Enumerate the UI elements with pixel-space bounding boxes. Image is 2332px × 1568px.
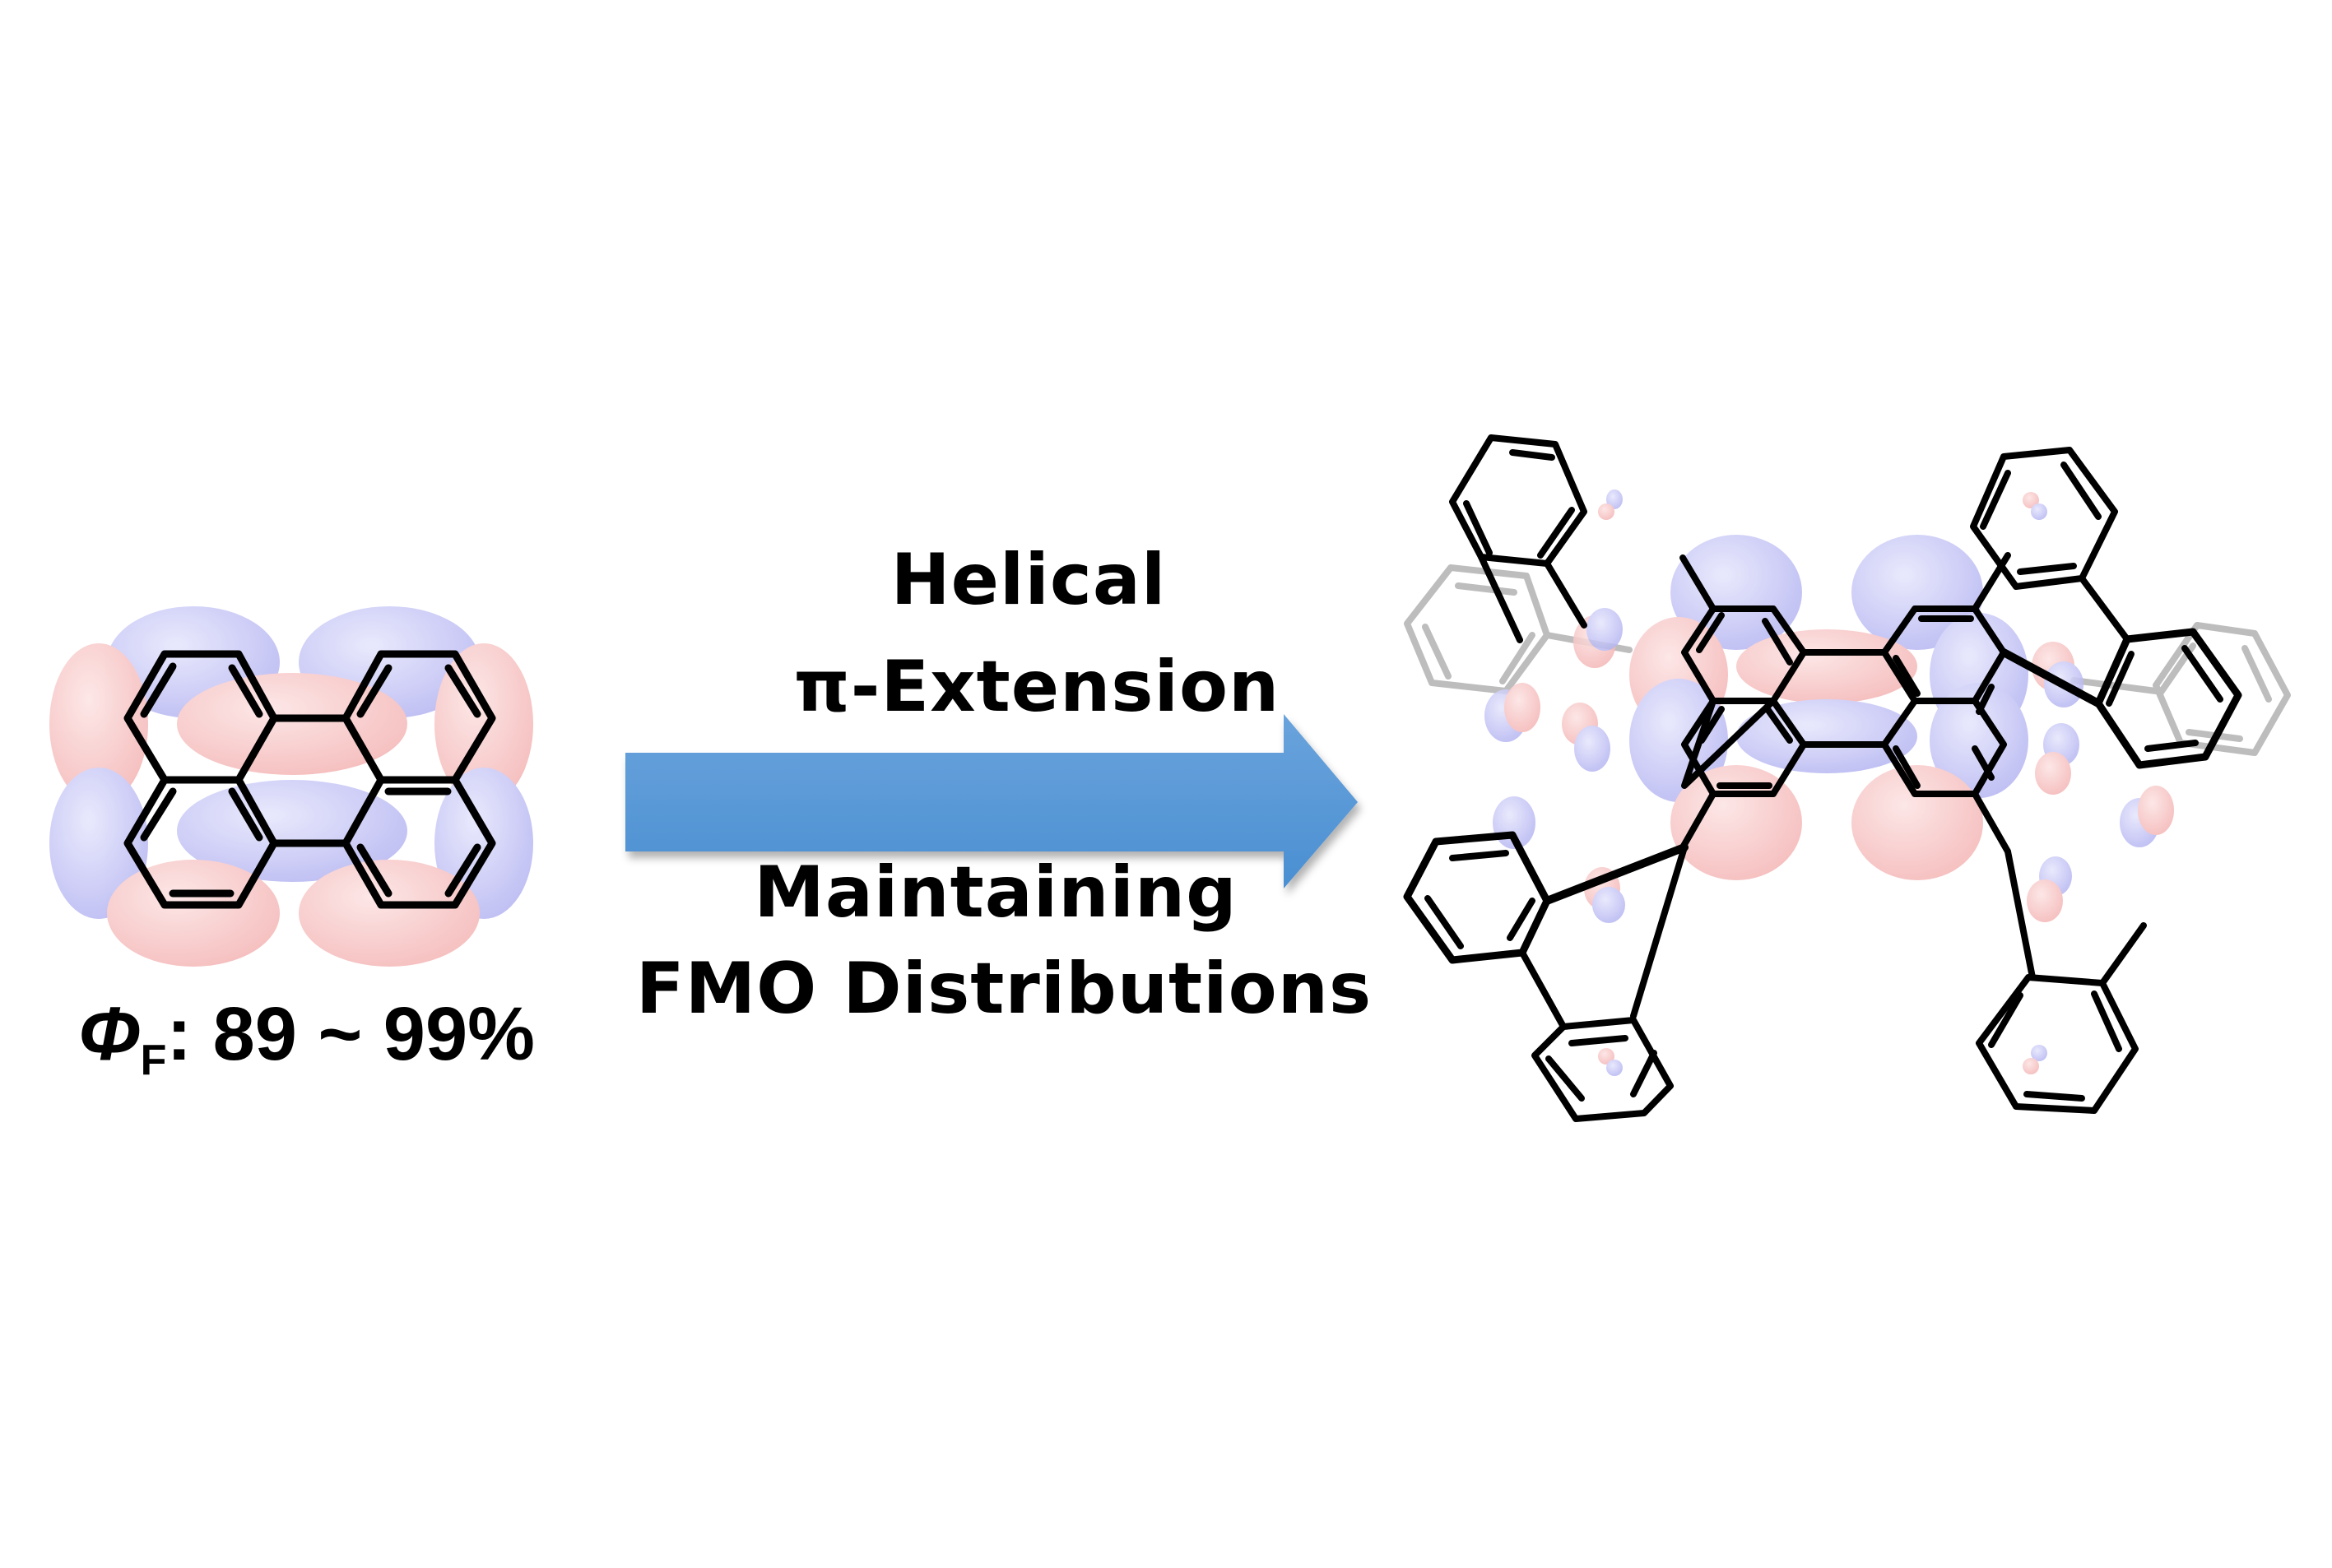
arrow-label-pi-extension: π-Extension — [793, 646, 1280, 728]
arrow-label-maintaining: Maintaining — [754, 851, 1238, 934]
phi-symbol: Φ — [78, 992, 141, 1076]
phi-subscript: F — [140, 1037, 167, 1084]
helicene-bonds — [1403, 434, 2242, 1122]
perylene-bonds — [123, 650, 496, 909]
arrow-label-fmo-distributions: FMO Distributions — [635, 948, 1373, 1030]
qy-value: 89 ~ 99% — [212, 992, 535, 1076]
qy-separator: : — [166, 992, 193, 1076]
quantum-yield-label: ΦF: 89 ~ 99% — [78, 991, 572, 1085]
reaction-arrow — [625, 714, 1358, 888]
arrow-label-helical: Helical — [890, 539, 1167, 621]
